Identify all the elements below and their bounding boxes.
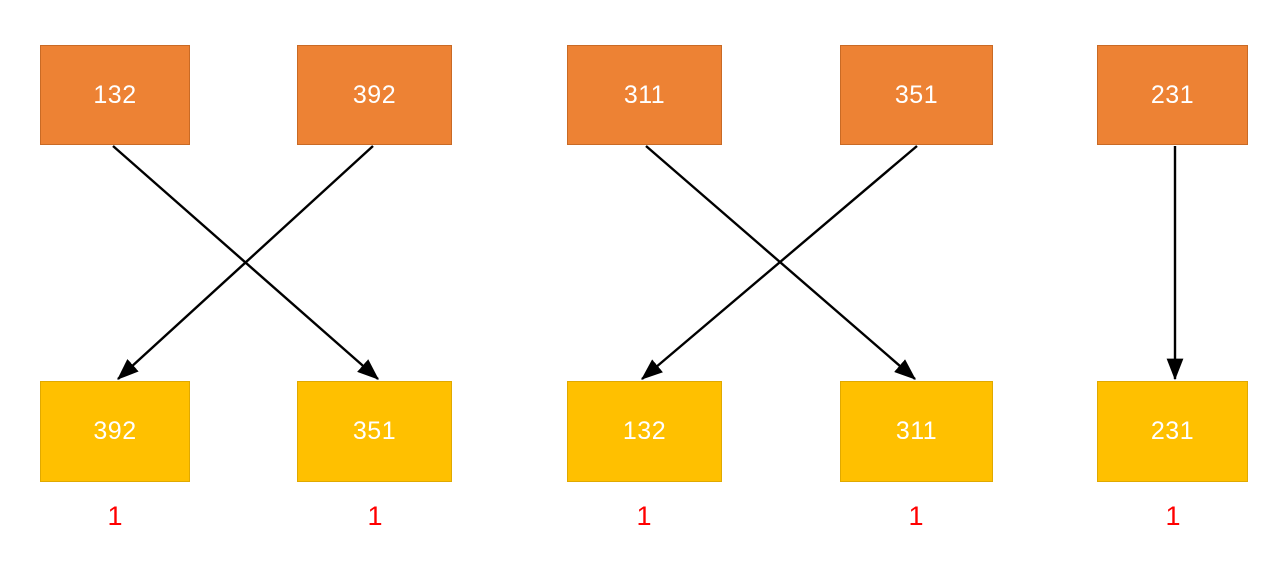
target-node-0[interactable]: 392 [40,381,190,482]
edges-group [112,145,1184,381]
target-node-label: 132 [622,417,667,445]
source-node-0[interactable]: 132 [40,45,190,145]
edge-arrow-3 [641,145,918,380]
source-node-2[interactable]: 311 [567,45,722,145]
target-node-label: 231 [1150,417,1195,445]
count-label-0: 1 [107,501,123,531]
target-node-4[interactable]: 231 [1097,381,1248,482]
source-node-label: 311 [623,80,666,109]
target-node-label: 392 [93,417,137,445]
count-label-2: 1 [636,501,652,531]
count-label-4: 1 [1165,501,1181,531]
source-node-1[interactable]: 392 [297,45,452,145]
source-node-3[interactable]: 351 [840,45,993,145]
count-label-1: 1 [367,501,383,531]
count-label-3: 1 [908,501,924,531]
source-node-label: 392 [352,80,397,109]
target-node-label: 351 [352,417,397,445]
source-node-4[interactable]: 231 [1097,45,1248,145]
edge-arrow-0 [112,145,379,380]
edge-arrow-1 [117,145,374,380]
edge-arrow-2 [645,145,916,380]
source-node-label: 231 [1150,80,1195,109]
source-node-label: 351 [894,80,939,109]
target-node-2[interactable]: 132 [567,381,722,482]
target-node-1[interactable]: 351 [297,381,452,482]
target-node-3[interactable]: 311 [840,381,993,482]
source-node-label: 132 [93,80,137,109]
target-node-label: 311 [895,417,938,445]
